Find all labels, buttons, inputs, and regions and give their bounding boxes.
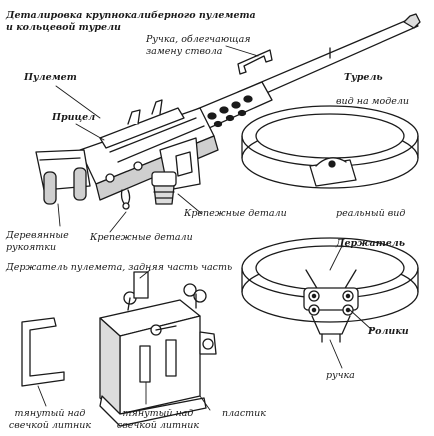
label-wooden-line1: Деревянные: [6, 230, 69, 241]
label-plastic: пластик: [222, 408, 266, 419]
label-stretched-left-line2: свечкой литник: [8, 420, 92, 431]
label-machine-gun: Пулемет: [24, 72, 77, 83]
label-grip: ручка: [326, 370, 355, 381]
turret-ring-real: [241, 237, 419, 343]
label-real-view: реальный вид: [336, 208, 406, 219]
turret-ring-model: [241, 105, 419, 189]
diagram-title-line1: Деталировка крупнокалиберного пулемета: [6, 10, 256, 21]
label-fasteners-bottom: Крепежные детали: [90, 232, 193, 243]
leader-lines-gun: [55, 45, 259, 233]
label-stretched-left-line1: тянутый над: [14, 408, 86, 419]
label-model-view: вид на модели: [336, 96, 410, 107]
leader-lines-turret: [329, 245, 373, 369]
label-rollers: Ролики: [368, 326, 409, 337]
label-stretched-mid-line1: тянутый над: [122, 408, 194, 419]
gun-holder-rear-drawing: [21, 271, 217, 427]
label-stretched-mid-line2: свечкой литник: [116, 420, 200, 431]
label-turret: Турель: [344, 72, 383, 83]
label-handle-line1: Ручка, облегчающая: [146, 34, 251, 45]
label-wooden-line2: рукоятки: [6, 242, 57, 253]
diagram-title-line2: и кольцевой турели: [6, 22, 121, 33]
label-gun-holder-rear: Держатель пулемета, задняя часть часть: [6, 262, 233, 273]
label-handle-line2: замену ствола: [146, 46, 223, 57]
machine-gun-drawing: [35, 13, 421, 210]
label-holder: Держатель: [336, 238, 406, 249]
label-fasteners-right: Крепежные детали: [184, 208, 287, 219]
leader-lines-holder: [37, 269, 211, 411]
label-sight: Прицел: [52, 112, 96, 123]
